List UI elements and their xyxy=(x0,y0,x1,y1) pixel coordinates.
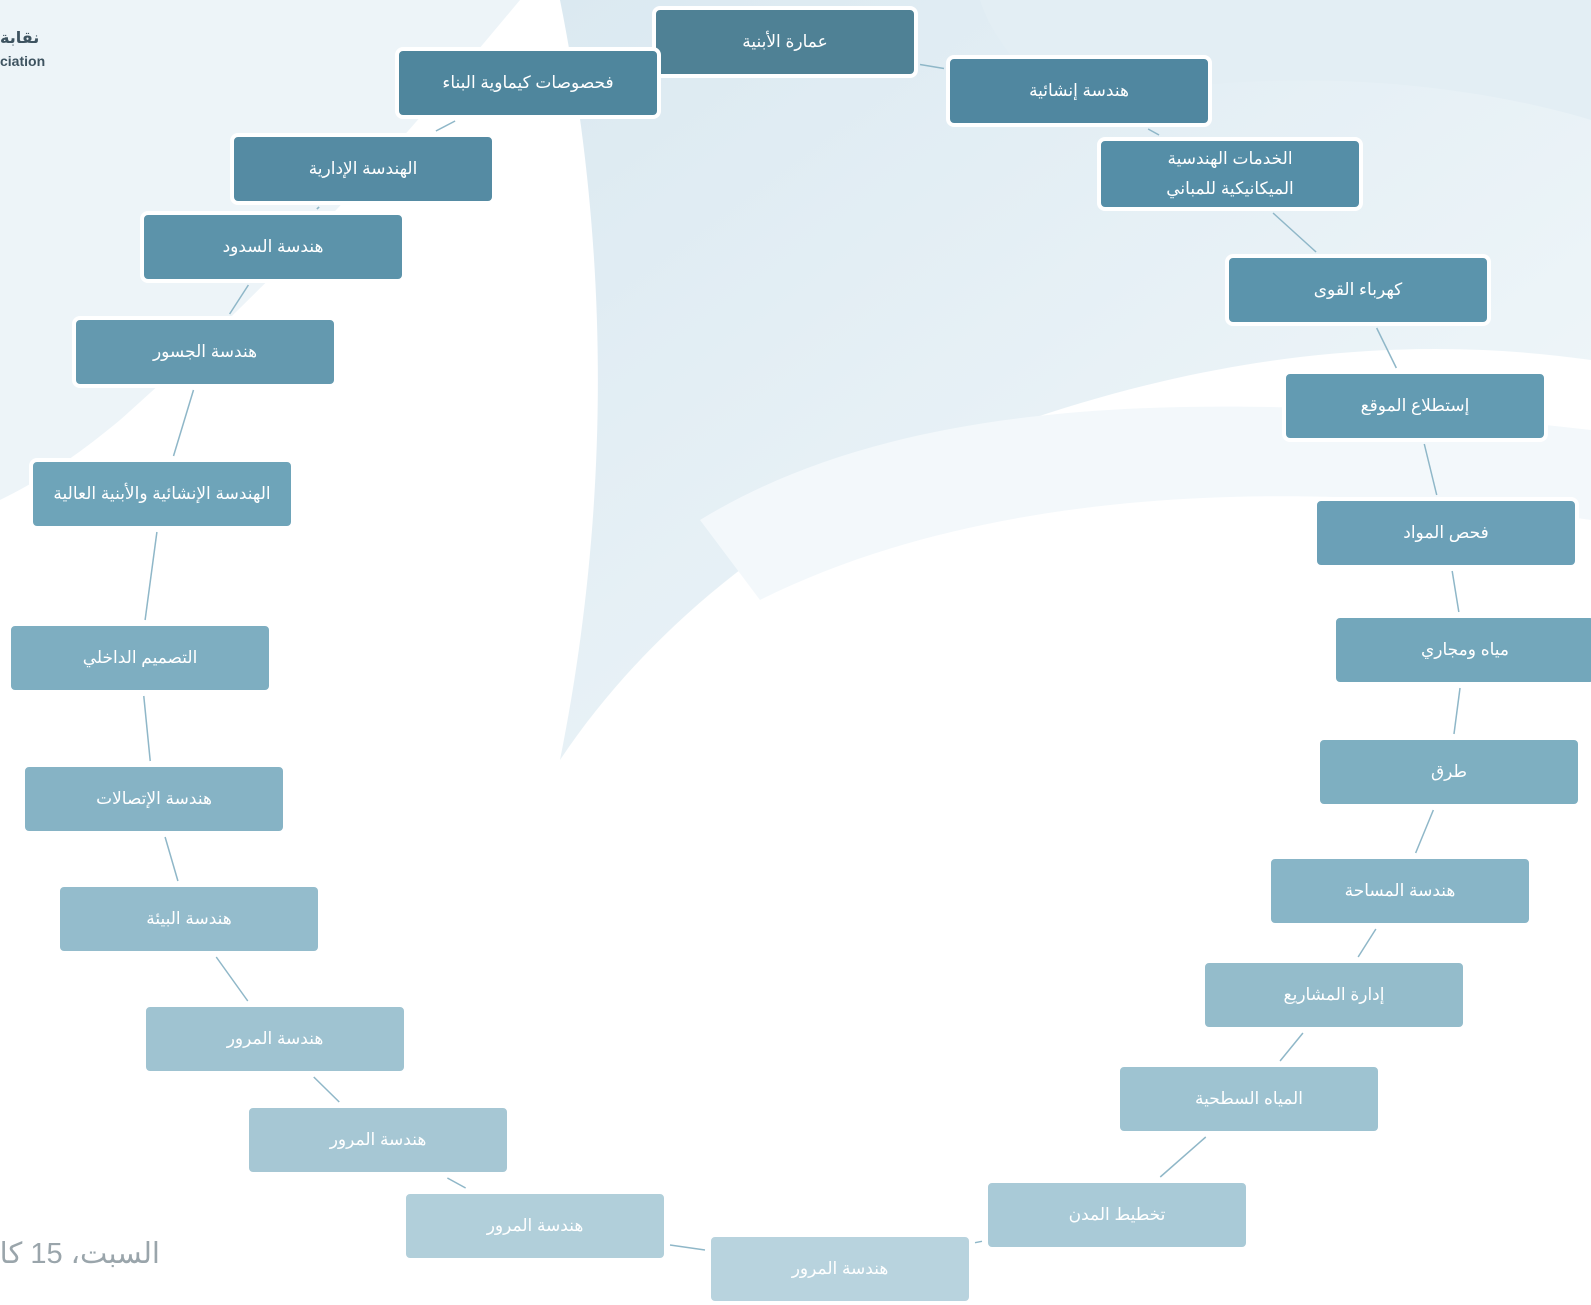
logo: نقابة ciation xyxy=(0,28,48,72)
connector-line xyxy=(447,1177,466,1189)
node-dams: هندسة السدود xyxy=(140,211,406,283)
connector-line xyxy=(316,206,320,210)
node-label: هندسة المرور xyxy=(226,1029,324,1048)
connector-line xyxy=(1279,1032,1304,1062)
connector-line xyxy=(1451,570,1460,613)
node-traffic-4: هندسة المرور xyxy=(402,1190,668,1262)
logo-english-text: ciation xyxy=(0,53,46,69)
node-structural: هندسة إنشائية xyxy=(946,55,1212,127)
node-interior-design: التصميم الداخلي xyxy=(7,622,273,694)
node-label: مياه ومجاري xyxy=(1420,640,1510,659)
node-surveying: هندسة المساحة xyxy=(1267,855,1533,927)
connector-line xyxy=(172,389,195,457)
node-label: هندسة الجسور xyxy=(152,342,258,361)
connector-line xyxy=(1375,327,1398,369)
connector-line xyxy=(1159,1136,1207,1178)
node-label: تخطيط المدن xyxy=(1068,1205,1166,1224)
connector-line xyxy=(1414,809,1435,854)
connector-line xyxy=(144,531,158,621)
connector-line xyxy=(1147,128,1160,136)
connector-line xyxy=(143,695,151,762)
connector-line xyxy=(1453,687,1461,735)
node-label: إستطلاع الموقع xyxy=(1360,396,1470,415)
node-label: هندسة المرور xyxy=(791,1259,889,1278)
connector-line xyxy=(313,1076,340,1103)
node-label: هندسة السدود xyxy=(222,237,324,256)
node-label: التصميم الداخلي xyxy=(82,648,198,667)
connector-line xyxy=(1272,212,1317,253)
node-roads: طرق xyxy=(1316,736,1582,808)
node-mechanical-services: الخدمات الهندسية الميكانيكية للمباني xyxy=(1097,137,1363,211)
node-label: فحص المواد xyxy=(1403,523,1489,542)
node-label: كهرباء القوى xyxy=(1313,280,1403,299)
node-power-electricity: كهرباء القوى xyxy=(1225,254,1491,326)
node-label: هندسة المرور xyxy=(486,1216,584,1235)
date-footer: السبت، 15 كا xyxy=(0,1238,160,1270)
node-communications: هندسة الإتصالات xyxy=(21,763,287,835)
node-label: طرق xyxy=(1430,762,1468,781)
node-urban-planning: تخطيط المدن xyxy=(984,1179,1250,1251)
connector-line xyxy=(164,836,179,882)
connector-line xyxy=(1423,443,1438,496)
node-traffic-2: هندسة المرور xyxy=(142,1003,408,1075)
node-label: عمارة الأبنية xyxy=(742,32,828,51)
node-label: هندسة الإتصالات xyxy=(96,789,212,808)
node-building-chemistry: فحصوصات كيماوية البناء xyxy=(395,47,661,119)
node-label: هندسة إنشائية xyxy=(1029,81,1129,100)
connector-line xyxy=(228,284,250,315)
node-surface-water: المياه السطحية xyxy=(1116,1063,1382,1135)
node-label: الهندسة الإنشائية والأبنية العالية xyxy=(53,484,271,503)
connector-line xyxy=(1357,928,1377,958)
node-environment: هندسة البيئة xyxy=(56,883,322,955)
node-label: فحصوصات كيماوية البناء xyxy=(442,73,614,92)
node-label: الخدمات الهندسية xyxy=(1167,149,1293,168)
connector-line xyxy=(215,956,249,1002)
connector-line xyxy=(669,1244,706,1251)
node-label: هندسة البيئة xyxy=(146,909,232,928)
node-label: المياه السطحية xyxy=(1195,1089,1303,1108)
node-architecture: عمارة الأبنية xyxy=(652,6,918,78)
node-label: هندسة المساحة xyxy=(1344,881,1456,900)
node-traffic-3: هندسة المرور xyxy=(245,1104,511,1176)
logo-arabic-text: نقابة xyxy=(0,30,40,47)
connector-line xyxy=(919,63,945,70)
node-materials-testing: فحص المواد xyxy=(1313,497,1579,569)
connector-line xyxy=(974,1240,983,1244)
node-project-management: إدارة المشاريع xyxy=(1201,959,1467,1031)
node-bridges: هندسة الجسور xyxy=(72,316,338,388)
node-site-survey: إستطلاع الموقع xyxy=(1282,370,1548,442)
node-label: الهندسة الإدارية xyxy=(308,159,418,178)
node-traffic-bottom: هندسة المرور xyxy=(707,1233,973,1305)
node-water-sewage: مياه ومجاري xyxy=(1332,614,1591,686)
node-high-rise-structures: الهندسة الإنشائية والأبنية العالية xyxy=(29,458,295,530)
node-label: هندسة المرور xyxy=(329,1130,427,1149)
node-management-engineering: الهندسة الإدارية xyxy=(230,133,496,205)
node-label: إدارة المشاريع xyxy=(1283,985,1385,1004)
connector-line xyxy=(435,120,456,132)
node-label-line2: الميكانيكية للمباني xyxy=(1166,179,1294,198)
